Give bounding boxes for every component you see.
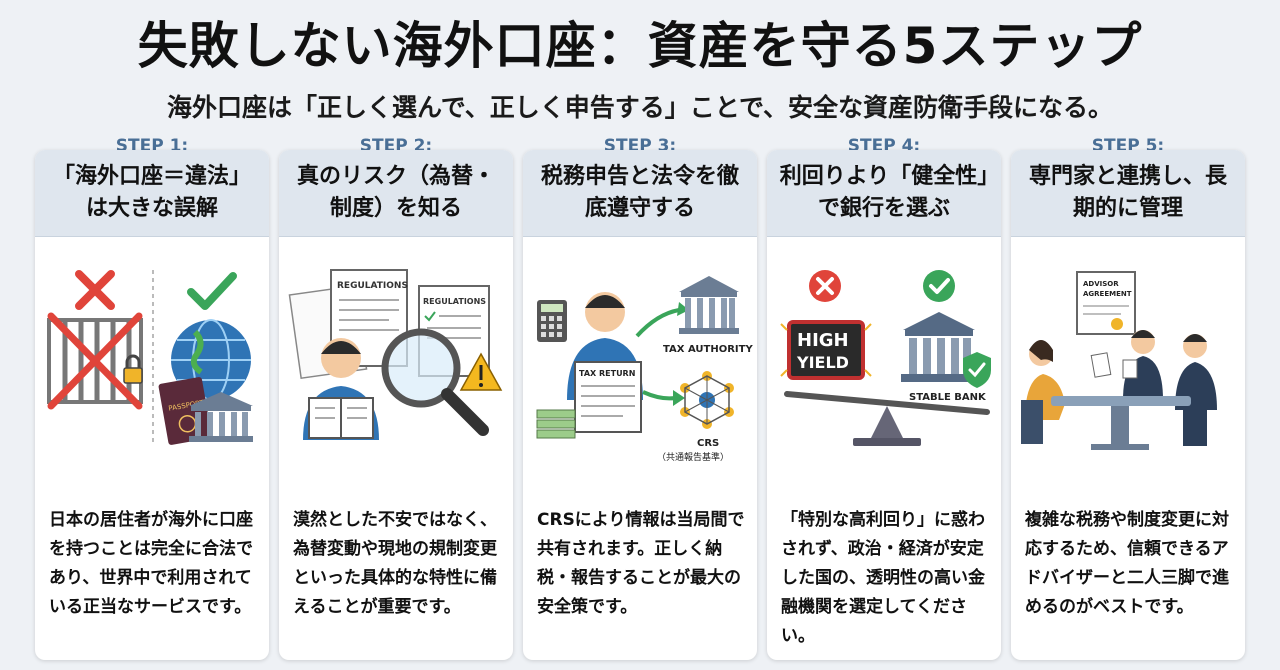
step-illustration: PASSPORT — [35, 250, 269, 480]
padlock-icon — [123, 354, 143, 384]
balance-scale-icon — [784, 391, 990, 446]
step-illustration: REGULATIONS REGULATIONS — [279, 250, 513, 480]
cross-icon — [75, 270, 115, 310]
cash-stack-icon — [536, 409, 576, 439]
step-illustration: TAX RETURN — [523, 250, 757, 480]
step-card-3: 税務申告と法令を徹底遵守する TAX RETURN — [523, 150, 757, 660]
calculator-icon — [537, 300, 567, 342]
step-heading: 専門家と連携し、長期的に管理 — [1028, 164, 1227, 221]
step-body: 複雑な税務や制度変更に対応するため、信頼できるアドバイザーと二人三脚で進めるのが… — [1025, 510, 1229, 617]
step-card-header: 専門家と連携し、長期的に管理 — [1011, 150, 1245, 237]
high-label: HIGH — [797, 330, 849, 351]
regulations-label: REGULATIONS — [337, 281, 408, 291]
bank-icon — [189, 392, 253, 442]
step-card-4: 利回りより「健全性」で銀行を選ぶ HIGH YIELD — [767, 150, 1001, 660]
jail-bars-icon — [47, 312, 143, 410]
agreement-label: AGREEMENT — [1083, 290, 1132, 298]
step-illustration: ADVISOR AGREEMENT — [1011, 250, 1245, 480]
network-icon — [680, 371, 734, 429]
yield-label: YIELD — [796, 353, 849, 372]
shield-check-icon — [963, 352, 991, 388]
step-body: CRSにより情報は当局間で共有されます。正しく納税・報告することが最大の安全策で… — [537, 510, 745, 617]
step-card-5: 専門家と連携し、長期的に管理 ADVISOR AGREEMENT — [1011, 150, 1245, 660]
step-card-header: 利回りより「健全性」で銀行を選ぶ — [767, 150, 1001, 237]
step-card-header: 「海外口座＝違法」は大きな誤解 — [35, 150, 269, 237]
step-body: 「特別な高利回り」に惑わされず、政治・経済が安定した国の、透明性の高い金融機関を… — [781, 510, 985, 646]
step-body: 漠然とした不安ではなく、為替変動や現地の規制変更といった具体的な特性に備えること… — [293, 510, 497, 617]
magnifier-icon — [381, 328, 489, 436]
step-heading: 「海外口座＝違法」は大きな誤解 — [52, 164, 251, 221]
bank-icon — [901, 312, 977, 382]
high-yield-sign-icon: HIGH YIELD — [780, 320, 872, 380]
step-illustration: HIGH YIELD STABLE BANK — [767, 250, 1001, 480]
step-card-1: 「海外口座＝違法」は大きな誤解 — [35, 150, 269, 660]
step-heading: 利回りより「健全性」で銀行を選ぶ — [779, 164, 989, 221]
cross-icon — [809, 270, 841, 302]
step-heading: 税務申告と法令を徹底遵守する — [540, 164, 739, 221]
crs-subtitle-label: （共通報告基準） — [657, 451, 729, 463]
table-icon — [1051, 396, 1191, 450]
check-icon — [187, 272, 237, 310]
meeting-people-icon — [1021, 330, 1217, 446]
stable-bank-label: STABLE BANK — [909, 392, 987, 403]
page-subtitle: 海外口座は「正しく選んで、正しく申告する」ことで、安全な資産防衛手段になる。 — [166, 93, 1113, 122]
step-card-header: 真のリスク（為替・制度）を知る — [279, 150, 513, 237]
warning-icon — [459, 352, 503, 391]
regulations-label: REGULATIONS — [423, 297, 486, 306]
document-icon: REGULATIONS REGULATIONS — [288, 269, 490, 380]
page-title: 失敗しない海外口座：資産を守る5ステップ — [137, 17, 1143, 75]
person-reading-icon — [303, 338, 379, 440]
bank-icon — [679, 276, 739, 334]
step-body: 日本の居住者が海外に口座を持つことは完全に合法であり、世界中で利用されている正当… — [49, 510, 253, 617]
step-card-header: 税務申告と法令を徹底遵守する — [523, 150, 757, 237]
check-icon — [923, 270, 955, 302]
step-heading: 真のリスク（為替・制度）を知る — [296, 164, 495, 221]
tax-return-icon: TAX RETURN — [574, 361, 642, 433]
crs-label: CRS — [697, 438, 719, 449]
tax-return-label: TAX RETURN — [579, 369, 635, 378]
agreement-document-icon: ADVISOR AGREEMENT — [1076, 271, 1136, 335]
advisor-label: ADVISOR — [1083, 280, 1119, 288]
tax-authority-label: TAX AUTHORITY — [663, 344, 753, 355]
step-card-2: 真のリスク（為替・制度）を知る REGULATIONS REGULATIONS — [279, 150, 513, 660]
arrow-icon — [635, 302, 689, 406]
